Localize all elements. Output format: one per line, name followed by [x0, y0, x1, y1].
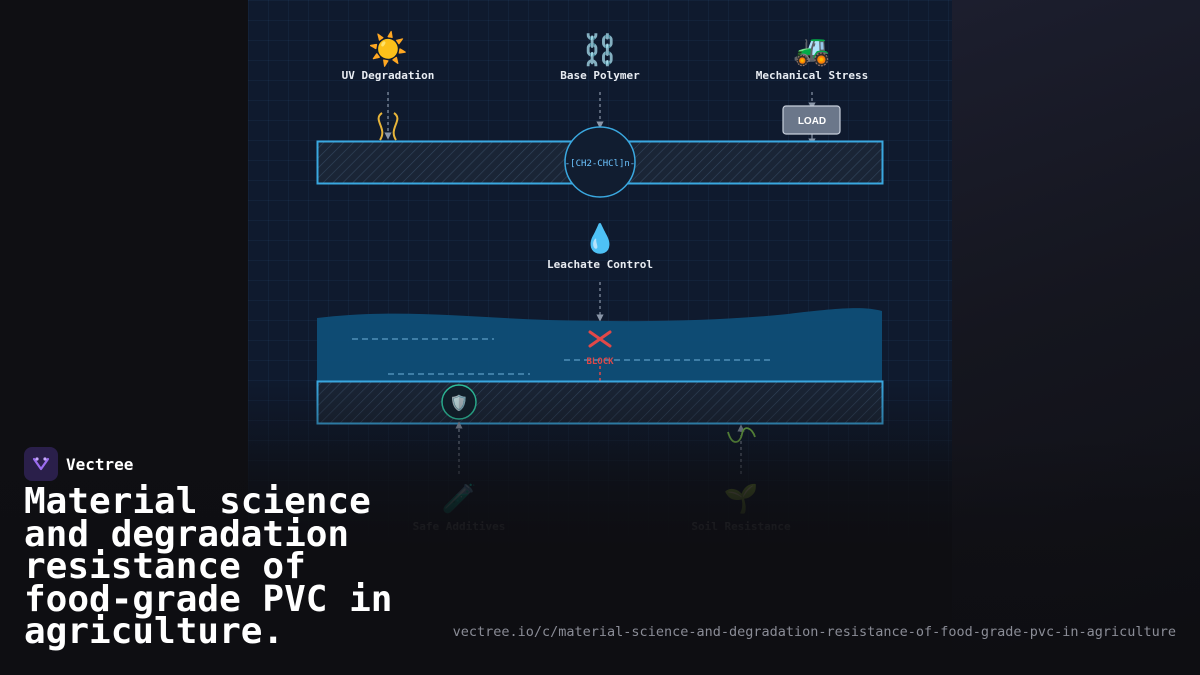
leachate-water [317, 308, 882, 382]
uv-ray-wave [377, 112, 384, 141]
uv-ray-wave-2 [392, 112, 399, 141]
block-x-icon [588, 330, 612, 348]
uv-degradation-label: UV Degradation [342, 69, 435, 82]
base-polymer-label: Base Polymer [560, 69, 640, 82]
shield-icon: 🛡️ [450, 394, 469, 412]
mechanical-stress-label: Mechanical Stress [756, 69, 869, 82]
polymer-formula: -[CH2-CHCl]n- [565, 159, 635, 169]
pvc-layer-bottom [316, 380, 884, 425]
test-tube-icon: 🧪 [442, 482, 477, 515]
polymer-circle [564, 126, 636, 198]
seedling-icon: 🌱 [724, 482, 759, 515]
block-label: BLOCK [586, 357, 614, 367]
page-title: Material science and degradation resista… [24, 481, 393, 652]
tractor-icon: 🚜 [793, 33, 830, 68]
chain-icon: ⛓️ [581, 32, 618, 68]
leachate-control-label: Leachate Control [547, 258, 653, 271]
vectree-logo-icon [24, 447, 58, 481]
soil-resistance-label: Soil Resistance [691, 520, 791, 533]
pvc-diagram: ☀️ ⛓️ 🚜 UV Degradation Base Polymer Mech… [316, 30, 884, 533]
right-background [952, 0, 1200, 675]
brand-name: Vectree [66, 454, 134, 474]
load-box [782, 105, 841, 135]
safe-additives-label: Safe Additives [413, 520, 506, 533]
sun-icon: ☀️ [368, 30, 408, 68]
load-label: LOAD [798, 116, 826, 127]
water-drop-icon: 💧 [583, 222, 618, 255]
brand: Vectree [24, 447, 133, 481]
diagram-panel: ☀️ ⛓️ 🚜 UV Degradation Base Polymer Mech… [248, 0, 952, 560]
page-url[interactable]: vectree.io/c/material-science-and-degrad… [452, 624, 1176, 640]
